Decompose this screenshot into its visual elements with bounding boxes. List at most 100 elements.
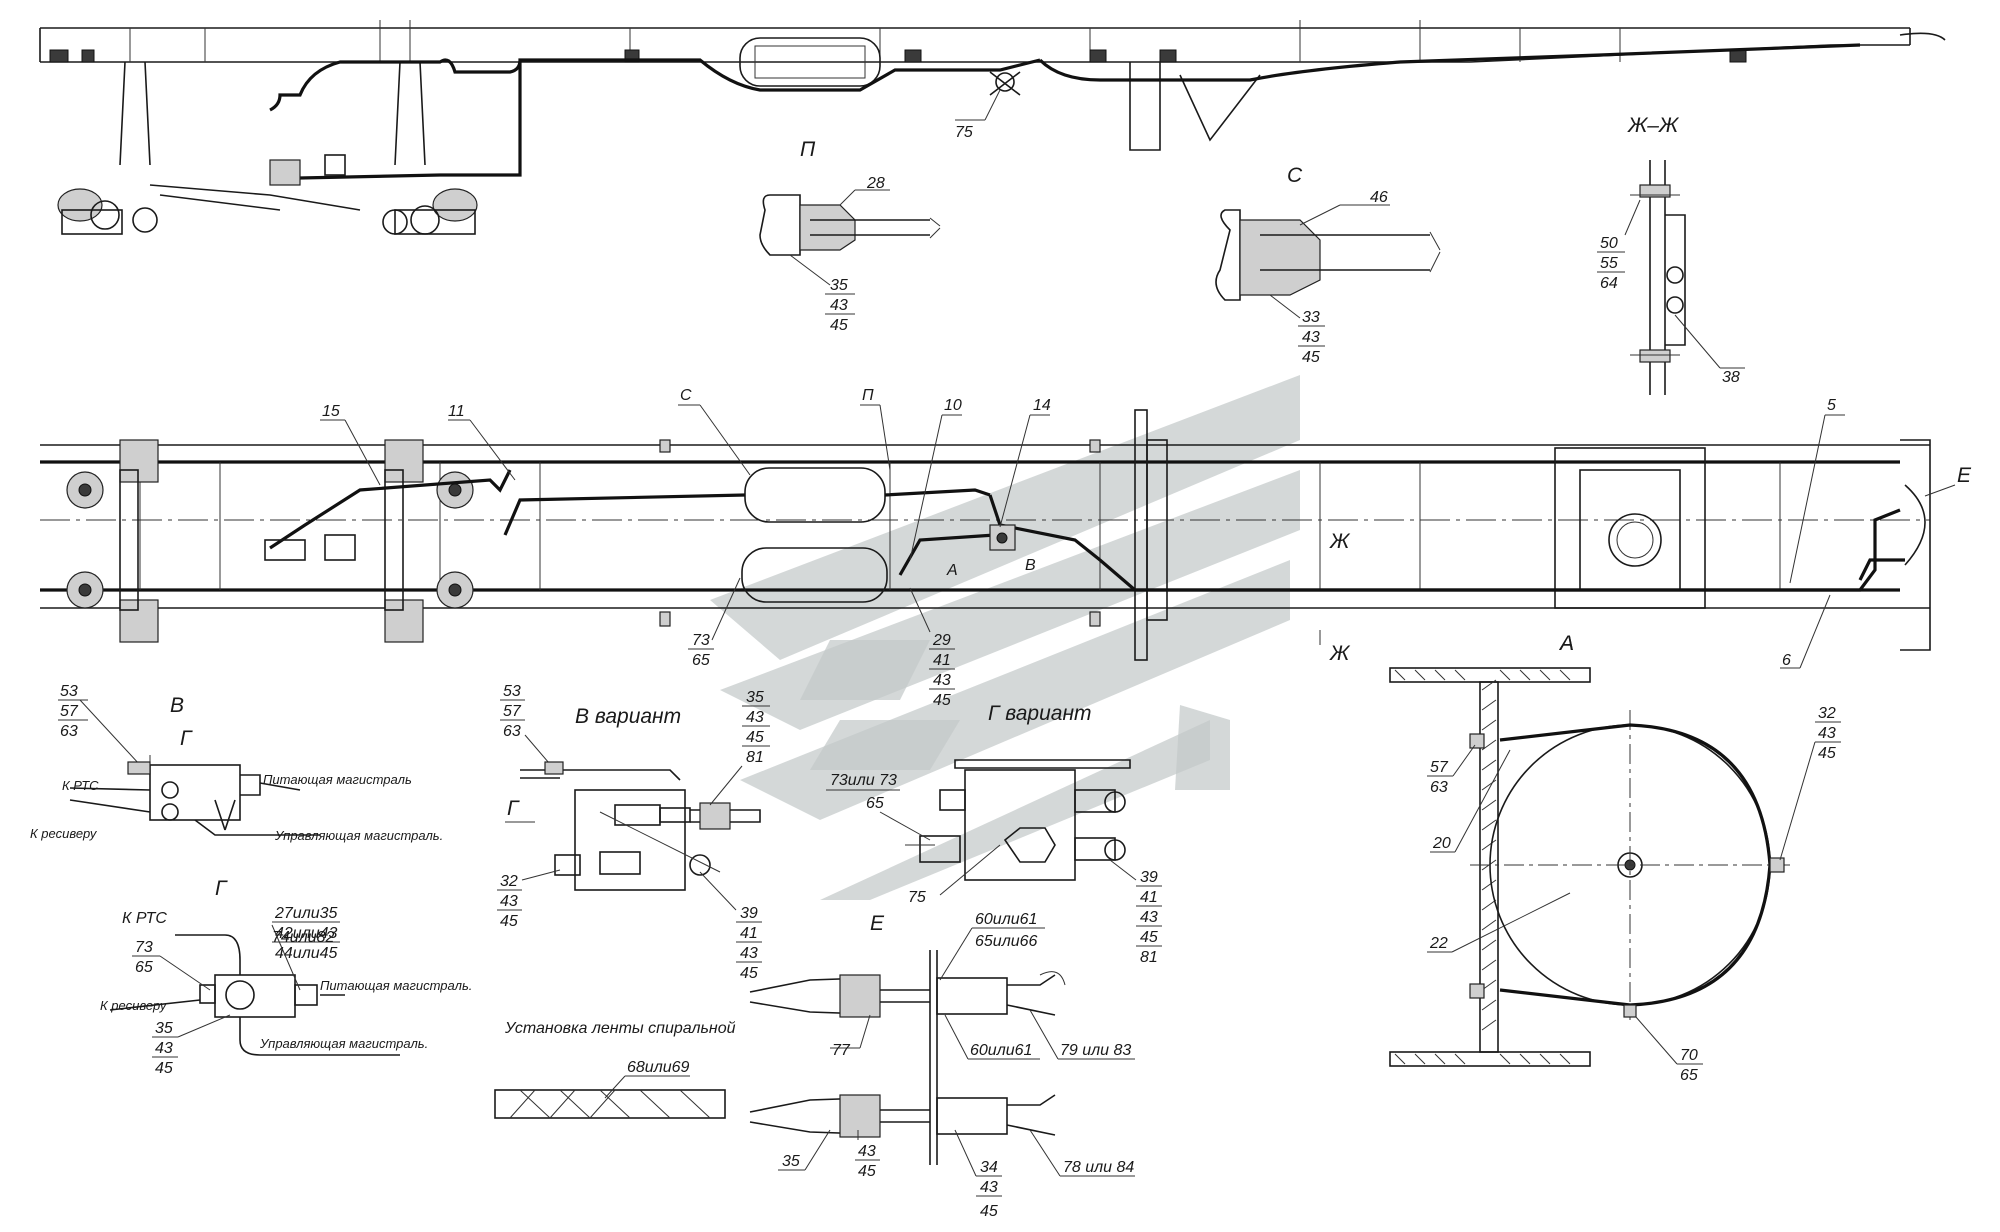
callout-6: 6	[1782, 652, 1791, 669]
callout-43-mid: 43	[500, 893, 518, 910]
callout-43: 43	[933, 672, 951, 689]
callout-33: 33	[1302, 309, 1320, 326]
callout-65-g2: 65	[135, 959, 153, 976]
wheel-group	[66, 439, 474, 643]
callout-10: 10	[944, 397, 962, 414]
callout-73ili73: 73или 73	[830, 772, 897, 789]
callout-63-mid: 63	[503, 723, 521, 740]
callout-43-g: 43	[1140, 909, 1158, 926]
callout-79ili83: 79 или 83	[1060, 1042, 1131, 1059]
callout-65-g: 65	[866, 795, 884, 812]
callout-label: 75	[955, 124, 973, 141]
view-label-G: Г	[215, 877, 228, 900]
callout-60ili61-top: 60или61	[975, 911, 1037, 928]
detail-view-G-variant: Г вариант 73или 73 65 75 39 41 43 45 81	[826, 702, 1162, 966]
callout-43-v2: 43	[740, 945, 758, 962]
callout-38: 38	[1722, 369, 1740, 386]
label-pitayushchaya2: Питающая магистраль.	[320, 978, 472, 993]
callout-43-g2: 43	[155, 1040, 173, 1057]
callout-41: 41	[933, 652, 951, 669]
callout-43-r: 43	[1818, 725, 1836, 742]
view-label-E-small: Е	[1957, 464, 1972, 487]
view-label-V-variant: В вариант	[575, 705, 681, 728]
callout-41-v: 41	[740, 925, 758, 942]
callout-41-g: 41	[1140, 889, 1158, 906]
callout-32-mid: 32	[500, 873, 518, 890]
detail-view-V: В 53 57 63 Г Питающая магистраль К РТС К…	[30, 683, 443, 843]
view-label-A: А	[1558, 632, 1574, 655]
callout-57-a: 57	[1430, 759, 1449, 776]
callout-75-g: 75	[908, 889, 926, 906]
callout-C: С	[680, 387, 692, 404]
callout-43-top: 43	[830, 297, 848, 314]
callout-14: 14	[1033, 397, 1051, 414]
callout-45: 45	[933, 692, 951, 709]
plan-view-frame	[40, 409, 1931, 661]
callout-53-left: 53	[60, 683, 78, 700]
callout-28: 28	[866, 175, 885, 192]
view-label-G-variant: Г вариант	[988, 702, 1092, 725]
view-label-G-arrow: Г	[180, 727, 193, 750]
callout-45-g2: 45	[155, 1060, 173, 1077]
callout-50: 50	[1600, 235, 1618, 252]
callout-P: П	[862, 387, 874, 404]
callout-22: 22	[1429, 935, 1448, 952]
view-label-E: Е	[870, 912, 885, 935]
label-k-rts: К РТС	[62, 778, 99, 793]
detail-view-S: С 46 33 43 45	[1215, 164, 1441, 366]
callout-74ili82: 74или82	[272, 929, 335, 946]
callout-55: 55	[1600, 255, 1618, 272]
callout-78ili84: 78 или 84	[1063, 1159, 1134, 1176]
callout-35-e: 35	[782, 1153, 800, 1170]
callout-45-v2: 45	[740, 965, 758, 982]
callout-27ili35: 27или35	[274, 905, 338, 922]
label-k-resiveru: К ресиверу	[30, 826, 98, 841]
detail-view-A: А 57 63 20 22 32 43 45 70 65	[1389, 632, 1841, 1084]
label-pitayushchaya: Питающая магистраль	[263, 772, 412, 787]
view-label-A-plan: А	[946, 562, 958, 579]
callout-45-e: 45	[858, 1163, 876, 1180]
callout-15: 15	[322, 403, 340, 420]
callout-43-v: 43	[746, 709, 764, 726]
callout-43-e: 43	[858, 1143, 876, 1160]
callout-34: 34	[980, 1159, 998, 1176]
callout-43-e2: 43	[980, 1179, 998, 1196]
callout-73-g: 73	[135, 939, 153, 956]
label-upravlyayushchaya2: Управляющая магистраль.	[259, 1036, 428, 1051]
label-upravlyayushchaya: Управляющая магистраль.	[274, 828, 443, 843]
callout-64: 64	[1600, 275, 1618, 292]
callout-5: 5	[1827, 397, 1836, 414]
callout-44ili45: 44или45	[275, 945, 338, 962]
callout-43-s: 43	[1302, 329, 1320, 346]
callout-57-left: 57	[60, 703, 79, 720]
view-label-Zh-2: Ж	[1329, 642, 1351, 665]
view-label-S: С	[1287, 164, 1303, 187]
callout-39-v: 39	[740, 905, 758, 922]
label-k-resiveru2: К ресиверу	[100, 998, 168, 1013]
view-label-V-plan: В	[1025, 557, 1036, 574]
callout-35-top: 35	[830, 277, 848, 294]
callout-57-mid: 57	[503, 703, 522, 720]
callout-20: 20	[1432, 835, 1451, 852]
callout-60ili61-b: 60или61	[970, 1042, 1032, 1059]
brake-chamber-left	[57, 188, 158, 235]
label-k-rts2: К РТС	[122, 910, 167, 927]
callout-73-mid: 73	[692, 632, 710, 649]
plan-callouts: 15 11 С П 10 14 5 6 Е А Ж Ж А В 73 65 29…	[320, 387, 1972, 709]
callout-45-v: 45	[746, 729, 764, 746]
brake-chamber-right	[382, 188, 478, 235]
watermark-logo	[710, 375, 1300, 900]
view-label-Zh-1: Ж	[1329, 530, 1351, 553]
callout-39-g: 39	[1140, 869, 1158, 886]
callout-65ili66: 65или66	[975, 933, 1038, 950]
callout-32-r: 32	[1818, 705, 1836, 722]
label-ustanovka: Установка ленты спиральной	[504, 1020, 736, 1037]
detail-view-E: Е 60или61 65или66 77 60или61 79 или 83 3…	[749, 911, 1135, 1220]
callout-63-a: 63	[1430, 779, 1448, 796]
view-label-V: В	[170, 694, 184, 717]
callout-70: 70	[1680, 1047, 1698, 1064]
callout-63-left: 63	[60, 723, 78, 740]
callout-35-v: 35	[746, 689, 764, 706]
detail-view-G: Г К РТС 27или35 42или43 44или45 74или82 …	[100, 877, 472, 1077]
